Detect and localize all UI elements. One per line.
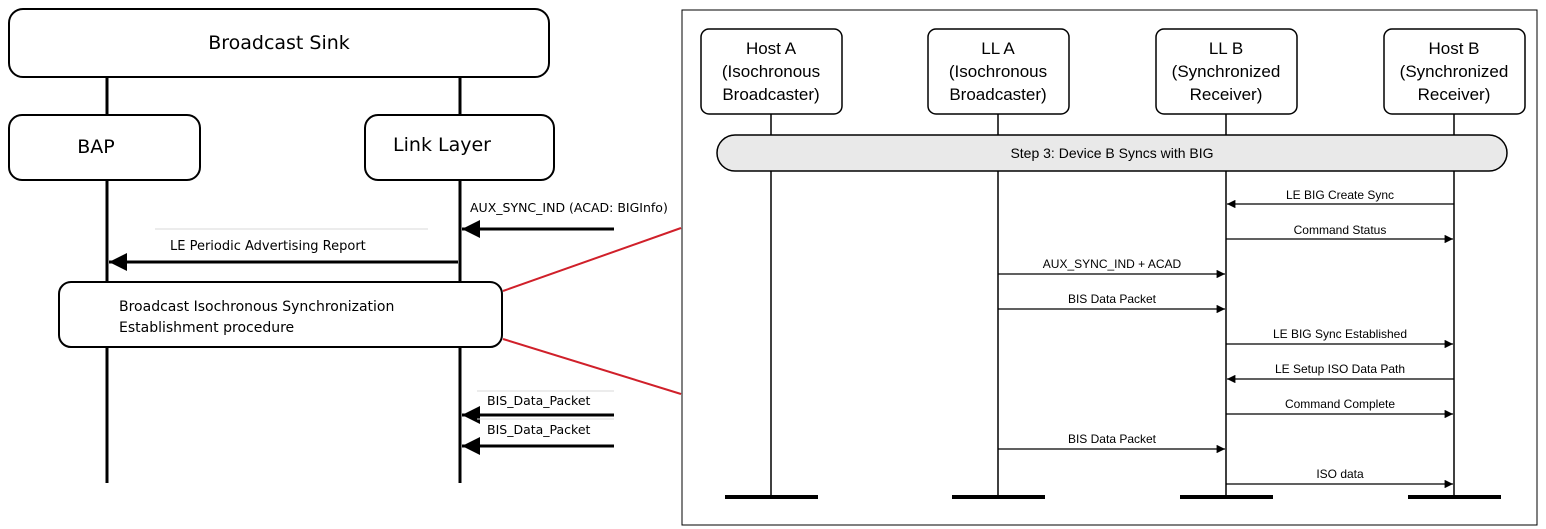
bap-label: BAP <box>77 136 115 158</box>
bis-packet-1-label: BIS_Data_Packet <box>487 393 591 408</box>
broadcast-sink-label: Broadcast Sink <box>208 32 350 54</box>
msg-bis-data-packet-1-label: BIS Data Packet <box>1068 292 1157 306</box>
ll-a-line-1: LL A <box>981 39 1015 58</box>
msg-le-big-create-sync-label: LE BIG Create Sync <box>1286 188 1394 202</box>
host-a-line-1: Host A <box>746 39 797 58</box>
step-banner <box>716 134 1508 172</box>
ll-b-line-1: LL B <box>1209 39 1243 58</box>
zoom-connector-bottom <box>502 338 682 395</box>
link-layer-label: Link Layer <box>393 134 491 156</box>
msg-bis-data-packet-2-label: BIS Data Packet <box>1068 432 1157 446</box>
host-a-line-2: (Isochronous <box>722 62 820 81</box>
ll-a-line-3: Broadcaster) <box>949 85 1046 104</box>
procedure-line-2: Establishment procedure <box>119 320 294 336</box>
left-diagram: Broadcast Sink BAP Link Layer AUX_SYNC_I… <box>8 8 668 483</box>
msg-command-status-label: Command Status <box>1294 223 1387 237</box>
host-b-line-1: Host B <box>1428 39 1479 58</box>
msg-command-complete-label: Command Complete <box>1285 397 1395 411</box>
ll-a-line-2: (Isochronous <box>949 62 1047 81</box>
host-b-line-2: (Synchronized <box>1400 62 1509 81</box>
broadcast-sink-box <box>8 8 550 78</box>
msg-iso-data-label: ISO data <box>1316 467 1364 481</box>
step-banner-label: Step 3: Device B Syncs with BIG <box>1010 145 1213 161</box>
aux-sync-ind-label: AUX_SYNC_IND (ACAD: BIGInfo) <box>470 200 668 215</box>
ll-b-line-2: (Synchronized <box>1172 62 1281 81</box>
bis-packet-2-label: BIS_Data_Packet <box>487 422 591 437</box>
msg-aux-sync-ind-acad-label: AUX_SYNC_IND + ACAD <box>1043 257 1182 271</box>
host-a-line-3: Broadcaster) <box>722 85 819 104</box>
le-periodic-report-label: LE Periodic Advertising Report <box>170 239 366 254</box>
bis-sync-procedure-box <box>58 281 503 348</box>
host-b-line-3: Receiver) <box>1418 85 1491 104</box>
bap-box <box>8 114 201 181</box>
ll-b-line-3: Receiver) <box>1190 85 1263 104</box>
zoom-connector-top <box>502 227 682 292</box>
msg-le-big-sync-established-label: LE BIG Sync Established <box>1273 327 1407 341</box>
msg-le-setup-iso-data-path-label: LE Setup ISO Data Path <box>1275 362 1405 376</box>
right-diagram: Host A (Isochronous Broadcaster) LL A (I… <box>681 9 1538 526</box>
procedure-line-1: Broadcast Isochronous Synchronization <box>119 299 394 315</box>
